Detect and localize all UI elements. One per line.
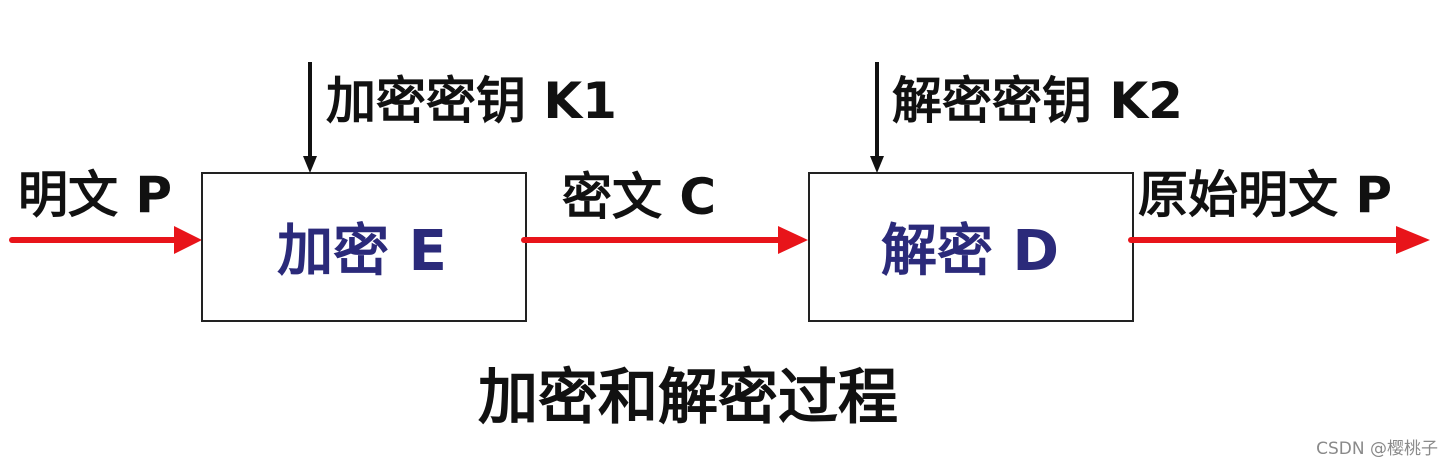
encrypt-box-label: 加密 E — [277, 219, 447, 284]
plaintext-label: 明文 P — [18, 166, 172, 224]
encrypt-key-arrowhead — [303, 156, 317, 173]
ciphertext-label: 密文 C — [562, 168, 716, 226]
diagram-title: 加密和解密过程 — [478, 363, 898, 433]
ciphertext-arrowhead — [778, 226, 808, 254]
plaintext-input-arrowhead — [174, 226, 202, 254]
decrypt-key-arrowhead — [870, 156, 884, 173]
decrypt-box-label: 解密 D — [881, 219, 1059, 284]
plaintext-output-arrowhead — [1396, 226, 1430, 254]
decrypt-key-label: 解密密钥 K2 — [892, 72, 1183, 130]
encrypt-box — [201, 172, 527, 322]
original-plaintext-label: 原始明文 P — [1138, 166, 1392, 224]
watermark: CSDN @樱桃子 — [1316, 439, 1438, 459]
encrypt-key-label: 加密密钥 K1 — [326, 72, 617, 130]
decrypt-box — [808, 172, 1134, 322]
